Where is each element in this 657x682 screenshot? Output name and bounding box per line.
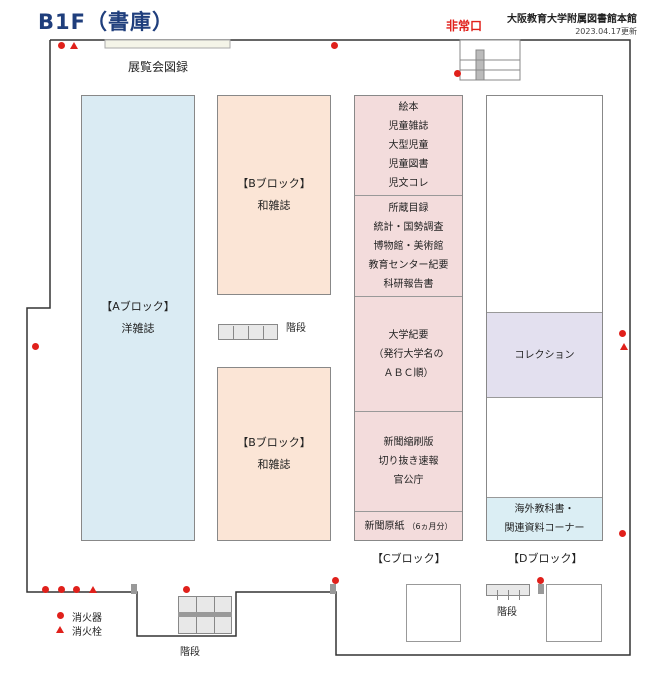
block-a: 【Aブロック】 洋雑誌 — [81, 95, 195, 541]
stairs-center — [218, 324, 278, 340]
block-a-subtitle: 洋雑誌 — [121, 322, 155, 335]
block-b-upper-subtitle: 和雑誌 — [257, 199, 291, 212]
section-line: 大学紀要 — [388, 329, 429, 341]
page-title: B1F（書庫） — [38, 10, 174, 34]
textbook-corner: 海外教科書・ 関連資料コーナー — [487, 497, 602, 540]
legend-hydrant-label: 消火栓 — [72, 627, 102, 638]
hydrant-marker — [70, 42, 78, 49]
block-b-lower: 【Bブロック】 和雑誌 — [217, 367, 331, 541]
block-d: コレクション 海外教科書・ 関連資料コーナー — [486, 95, 603, 541]
section-line: 所蔵目録 — [388, 202, 429, 214]
section-line: 新聞原紙 — [364, 520, 405, 532]
block-b-lower-title: 【Bブロック】 — [237, 436, 311, 449]
extinguisher-marker — [32, 343, 39, 350]
stairs-center-label: 階段 — [286, 323, 306, 334]
section-line: 新聞縮刷版 — [383, 437, 434, 448]
section-line: 統計・国勢調査 — [373, 221, 444, 233]
extinguisher-marker — [537, 577, 544, 584]
block-c-section-children: 絵本 児童雑誌 大型児童 児童図書 児文コレ — [355, 96, 462, 196]
block-c-section-newspapers: 新聞縮刷版 切り抜き速報 官公庁 — [355, 412, 462, 512]
section-line: 大型児童 — [388, 140, 429, 151]
room-box-left — [406, 584, 461, 642]
section-line: 児文コレ — [388, 178, 429, 189]
section-line: 科研報告書 — [383, 278, 434, 290]
hydrant-marker — [620, 343, 628, 350]
block-b-upper-title: 【Bブロック】 — [237, 177, 311, 190]
updated-date: 2023.04.17更新 — [575, 27, 637, 36]
extinguisher-marker — [332, 577, 339, 584]
extinguisher-marker — [619, 530, 626, 537]
section-line: 切り抜き速報 — [378, 456, 439, 467]
section-line: （発行大学名の — [373, 348, 444, 360]
section-line: 絵本 — [398, 102, 419, 113]
section-line: 官公庁 — [393, 475, 424, 486]
extinguisher-marker — [454, 70, 461, 77]
block-a-title: 【Aブロック】 — [101, 300, 175, 313]
textbook-label-1: 海外教科書・ — [514, 504, 575, 515]
section-line: ＡＢＣ順） — [383, 367, 434, 379]
extinguisher-marker — [331, 42, 338, 49]
stairs-bottom-left-label: 階段 — [180, 647, 200, 658]
catalog-label: 展覧会図録 — [128, 60, 189, 74]
legend-extinguisher-label: 消火器 — [72, 613, 102, 624]
extinguisher-marker — [183, 586, 190, 593]
emergency-exit-label: 非常口 — [446, 19, 483, 33]
legend-hydrant-icon — [56, 626, 64, 633]
legend-extinguisher-icon — [57, 612, 64, 619]
collection-area: コレクション — [487, 312, 602, 398]
block-b-lower-subtitle: 和雑誌 — [257, 458, 291, 471]
stairs-landing — [178, 612, 232, 617]
block-c-label: 【Cブロック】 — [372, 552, 446, 565]
stairs-bottom-right-label: 階段 — [497, 607, 517, 618]
block-c: 絵本 児童雑誌 大型児童 児童図書 児文コレ 所蔵目録 統計・国勢調査 博物館・… — [354, 95, 463, 541]
hydrant-marker — [89, 586, 97, 593]
section-line: 児童雑誌 — [388, 121, 429, 132]
stairs-bottom-right — [486, 584, 530, 600]
extinguisher-marker — [42, 586, 49, 593]
extinguisher-marker — [619, 330, 626, 337]
block-d-label: 【Dブロック】 — [508, 552, 583, 565]
extinguisher-marker — [58, 42, 65, 49]
section-line: 博物館・美術館 — [373, 240, 444, 252]
block-c-section-catalogs: 所蔵目録 統計・国勢調査 博物館・美術館 教育センター紀要 科研報告書 — [355, 196, 462, 297]
collection-label: コレクション — [514, 349, 575, 361]
room-box-right — [546, 584, 602, 642]
extinguisher-marker — [73, 586, 80, 593]
block-c-section-original-papers: 新聞原紙 （6ヵ月分） — [355, 512, 462, 540]
section-line: 教育センター紀要 — [368, 259, 449, 271]
section-line: （6ヵ月分） — [407, 521, 453, 531]
textbook-label-2: 関連資料コーナー — [504, 523, 585, 534]
library-name: 大阪教育大学附属図書館本館 — [507, 14, 637, 25]
block-c-section-bulletins: 大学紀要 （発行大学名の ＡＢＣ順） — [355, 297, 462, 412]
extinguisher-marker — [58, 586, 65, 593]
block-b-upper: 【Bブロック】 和雑誌 — [217, 95, 331, 295]
section-line: 児童図書 — [388, 159, 429, 170]
